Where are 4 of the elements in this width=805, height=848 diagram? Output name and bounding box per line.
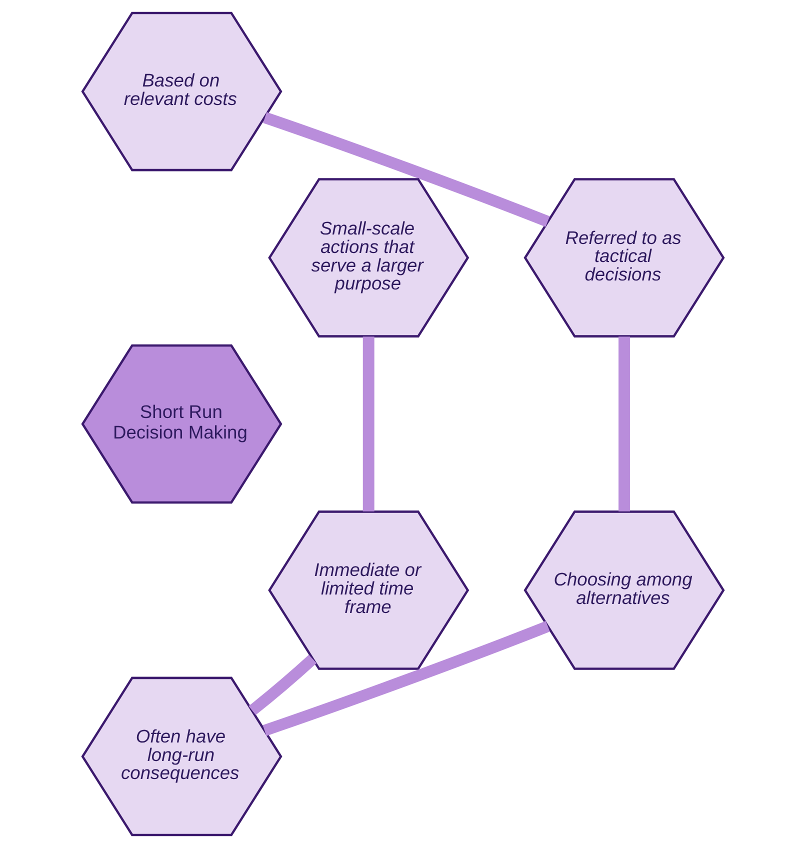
connector: [362, 336, 374, 512]
connector: [262, 621, 550, 736]
connector: [618, 336, 630, 512]
connector: [262, 112, 550, 227]
